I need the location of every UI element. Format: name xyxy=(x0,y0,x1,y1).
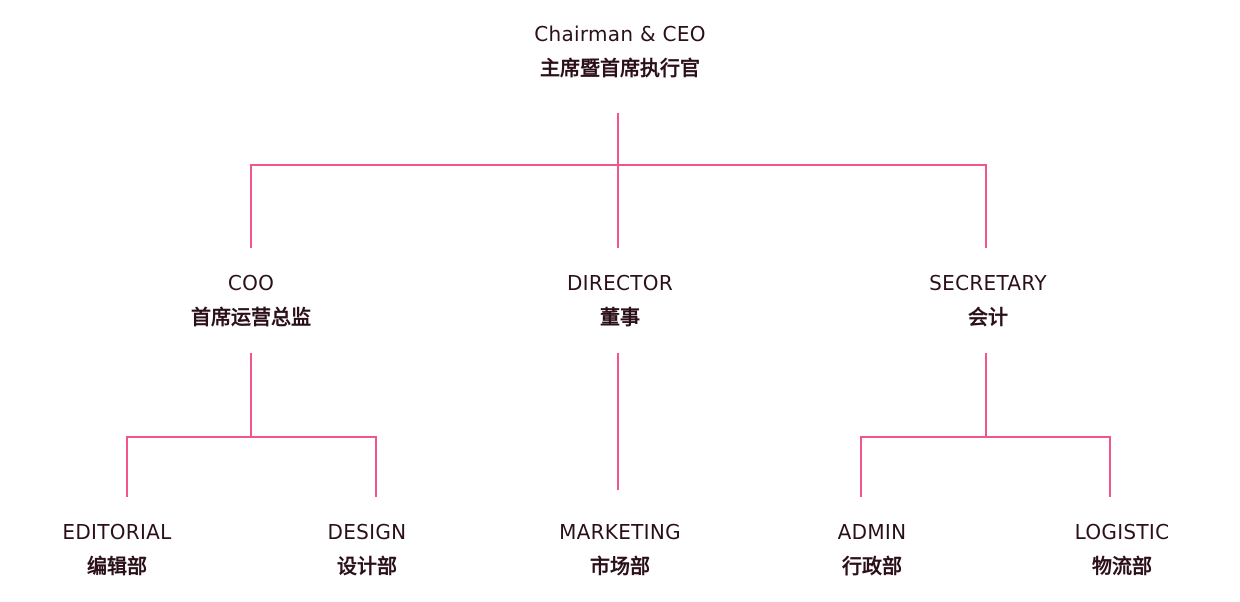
node-title-zh: 会计 xyxy=(968,305,1008,329)
node-coo: COO 首席运营总监 xyxy=(131,271,371,329)
node-title-en: MARKETING xyxy=(559,520,681,544)
connector xyxy=(985,165,987,248)
connector xyxy=(126,436,377,438)
node-title-en: COO xyxy=(227,271,275,295)
node-editorial: EDITORIAL 编辑部 xyxy=(0,520,237,578)
node-admin: ADMIN 行政部 xyxy=(752,520,992,578)
node-title-en: EDITORIAL xyxy=(62,520,172,544)
node-title-zh: 设计部 xyxy=(337,554,397,578)
connector xyxy=(617,353,619,490)
connector xyxy=(860,436,1111,438)
node-title-zh: 物流部 xyxy=(1092,554,1152,578)
node-marketing: MARKETING 市场部 xyxy=(500,520,740,578)
node-title-en: DESIGN xyxy=(327,520,407,544)
node-title-zh: 行政部 xyxy=(842,554,902,578)
connector xyxy=(860,437,862,497)
connector xyxy=(985,353,987,437)
connector xyxy=(126,437,128,497)
node-title-en: SECRETARY xyxy=(929,271,1047,295)
node-title-en: ADMIN xyxy=(837,520,907,544)
connector xyxy=(250,164,987,166)
connector xyxy=(1109,437,1111,497)
node-chairman-ceo: Chairman & CEO 主席暨首席执行官 xyxy=(500,22,740,80)
node-title-zh: 主席暨首席执行官 xyxy=(540,56,700,80)
connector xyxy=(617,113,619,248)
connector xyxy=(250,165,252,248)
node-title-zh: 市场部 xyxy=(590,554,650,578)
connector xyxy=(250,353,252,437)
node-design: DESIGN 设计部 xyxy=(247,520,487,578)
node-director: DIRECTOR 董事 xyxy=(500,271,740,329)
node-title-en: DIRECTOR xyxy=(566,271,674,295)
node-title-zh: 编辑部 xyxy=(87,554,147,578)
node-title-en: Chairman & CEO xyxy=(534,22,706,46)
node-title-en: LOGISTIC xyxy=(1074,520,1170,544)
node-secretary: SECRETARY 会计 xyxy=(868,271,1108,329)
node-logistic: LOGISTIC 物流部 xyxy=(1002,520,1240,578)
connector xyxy=(375,437,377,497)
node-title-zh: 首席运营总监 xyxy=(191,305,311,329)
node-title-zh: 董事 xyxy=(600,305,640,329)
